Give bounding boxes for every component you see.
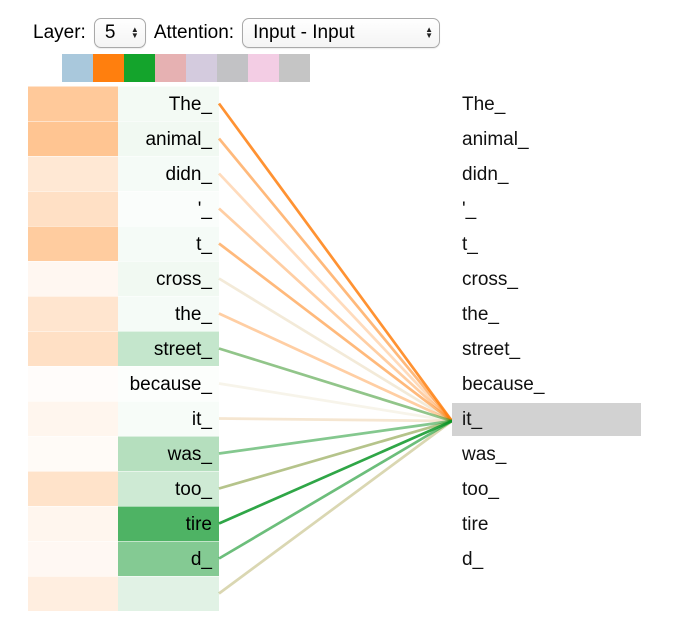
head-swatch-2[interactable] bbox=[93, 54, 124, 82]
left-token-cell: tire bbox=[118, 506, 219, 541]
left-token-label: the_ bbox=[175, 304, 212, 325]
orange-head-heat-cell bbox=[28, 506, 118, 541]
orange-head-heat-cell bbox=[28, 121, 118, 156]
layer-select-value: 5 bbox=[104, 22, 116, 43]
stepper-arrows-icon: ▲▼ bbox=[130, 25, 139, 40]
head-swatch-1[interactable] bbox=[62, 54, 93, 82]
left-token-cell: too_ bbox=[118, 471, 219, 506]
attention-label: Attention: bbox=[153, 22, 235, 43]
orange-attention-line bbox=[218, 277, 453, 423]
orange-attention-line bbox=[217, 102, 454, 422]
right-token[interactable]: d_ bbox=[462, 549, 484, 570]
orange-head-heat-cell bbox=[28, 331, 118, 366]
left-token-cell: street_ bbox=[118, 331, 219, 366]
right-token[interactable]: t_ bbox=[462, 234, 478, 255]
left-token-label: too_ bbox=[175, 479, 212, 500]
orange-head-heat-cell bbox=[28, 191, 118, 226]
left-token-label: because_ bbox=[129, 374, 212, 395]
right-token[interactable]: was_ bbox=[462, 444, 507, 465]
layer-label: Layer: bbox=[33, 22, 86, 43]
left-token-cell: animal_ bbox=[118, 121, 219, 156]
orange-head-heat-cell bbox=[28, 156, 118, 191]
left-token-label: d_ bbox=[190, 549, 212, 570]
orange-head-heat-cell bbox=[28, 261, 118, 296]
orange-attention-line bbox=[218, 419, 453, 595]
left-token-cell: the_ bbox=[118, 296, 219, 331]
layer-select[interactable]: 5 ▲▼ bbox=[93, 18, 146, 48]
right-token[interactable]: didn_ bbox=[462, 164, 509, 185]
attention-select[interactable]: Input - Input ▲▼ bbox=[242, 18, 441, 48]
left-token-cell: The_ bbox=[118, 86, 219, 121]
left-token-label: was_ bbox=[167, 444, 212, 465]
left-token-cell bbox=[118, 576, 219, 611]
orange-attention-line bbox=[218, 417, 453, 423]
orange-head-heat-cell bbox=[28, 86, 118, 121]
orange-head-heat-cell bbox=[28, 541, 118, 576]
right-token[interactable]: tire bbox=[462, 514, 489, 535]
orange-head-heat-cell bbox=[28, 366, 118, 401]
left-token-cell: was_ bbox=[118, 436, 219, 471]
left-token-cell: cross_ bbox=[118, 261, 219, 296]
attention-head-swatches bbox=[62, 54, 310, 82]
orange-head-heat-cell bbox=[28, 471, 118, 506]
left-token-label: didn_ bbox=[165, 164, 213, 185]
orange-attention-line bbox=[217, 137, 454, 422]
left-token-label: tire bbox=[185, 514, 212, 535]
green-attention-line bbox=[218, 419, 453, 455]
left-token-cell: because_ bbox=[118, 366, 219, 401]
toolbar: Layer: 5 ▲▼ Attention: Input - Input ▲▼ bbox=[33, 16, 441, 50]
left-token-cell: '_ bbox=[118, 191, 219, 226]
right-token[interactable]: The_ bbox=[462, 94, 506, 115]
head-swatch-3[interactable] bbox=[124, 54, 155, 82]
orange-attention-line bbox=[218, 207, 453, 422]
orange-head-heat-cell bbox=[28, 401, 118, 436]
green-attention-line bbox=[218, 347, 453, 423]
head-swatch-5[interactable] bbox=[186, 54, 217, 82]
orange-head-heat-cell bbox=[28, 226, 118, 261]
right-token[interactable]: street_ bbox=[462, 339, 521, 360]
orange-attention-line bbox=[218, 382, 453, 423]
right-token[interactable]: '_ bbox=[462, 199, 477, 220]
left-token-cell: d_ bbox=[118, 541, 219, 576]
green-attention-line bbox=[218, 419, 453, 560]
head-swatch-7[interactable] bbox=[248, 54, 279, 82]
orange-attention-line bbox=[218, 419, 453, 490]
left-token-label: street_ bbox=[153, 339, 212, 360]
left-token-cell: t_ bbox=[118, 226, 219, 261]
right-token-selected[interactable]: it_ bbox=[452, 403, 641, 436]
head-swatch-8[interactable] bbox=[279, 54, 310, 82]
right-token[interactable]: too_ bbox=[462, 479, 499, 500]
stepper-arrows-icon: ▲▼ bbox=[425, 25, 434, 40]
orange-head-heat-cell bbox=[28, 296, 118, 331]
attention-select-value: Input - Input bbox=[253, 22, 355, 43]
left-token-label: cross_ bbox=[156, 269, 212, 290]
orange-attention-line bbox=[218, 312, 453, 423]
right-token[interactable]: because_ bbox=[462, 374, 545, 395]
head-swatch-4[interactable] bbox=[155, 54, 186, 82]
orange-head-heat-cell bbox=[28, 576, 118, 611]
left-token-label: The_ bbox=[168, 94, 212, 115]
right-token[interactable]: animal_ bbox=[462, 129, 529, 150]
green-attention-line bbox=[218, 419, 453, 490]
left-token-label: '_ bbox=[197, 199, 212, 220]
green-attention-line bbox=[218, 419, 453, 525]
left-token-label: t_ bbox=[196, 234, 212, 255]
left-token-cell: didn_ bbox=[118, 156, 219, 191]
left-token-cell: it_ bbox=[118, 401, 219, 436]
right-token[interactable]: cross_ bbox=[462, 269, 518, 290]
left-token-label: it_ bbox=[191, 409, 212, 430]
orange-attention-line bbox=[218, 347, 453, 423]
orange-attention-line bbox=[218, 172, 453, 422]
green-attention-line bbox=[218, 277, 453, 423]
green-attention-line bbox=[218, 419, 453, 595]
orange-attention-line bbox=[218, 242, 453, 423]
head-swatch-6[interactable] bbox=[217, 54, 248, 82]
right-token[interactable]: the_ bbox=[462, 304, 499, 325]
orange-head-heat-cell bbox=[28, 436, 118, 471]
left-token-label: animal_ bbox=[145, 129, 212, 150]
green-attention-line bbox=[218, 417, 453, 423]
